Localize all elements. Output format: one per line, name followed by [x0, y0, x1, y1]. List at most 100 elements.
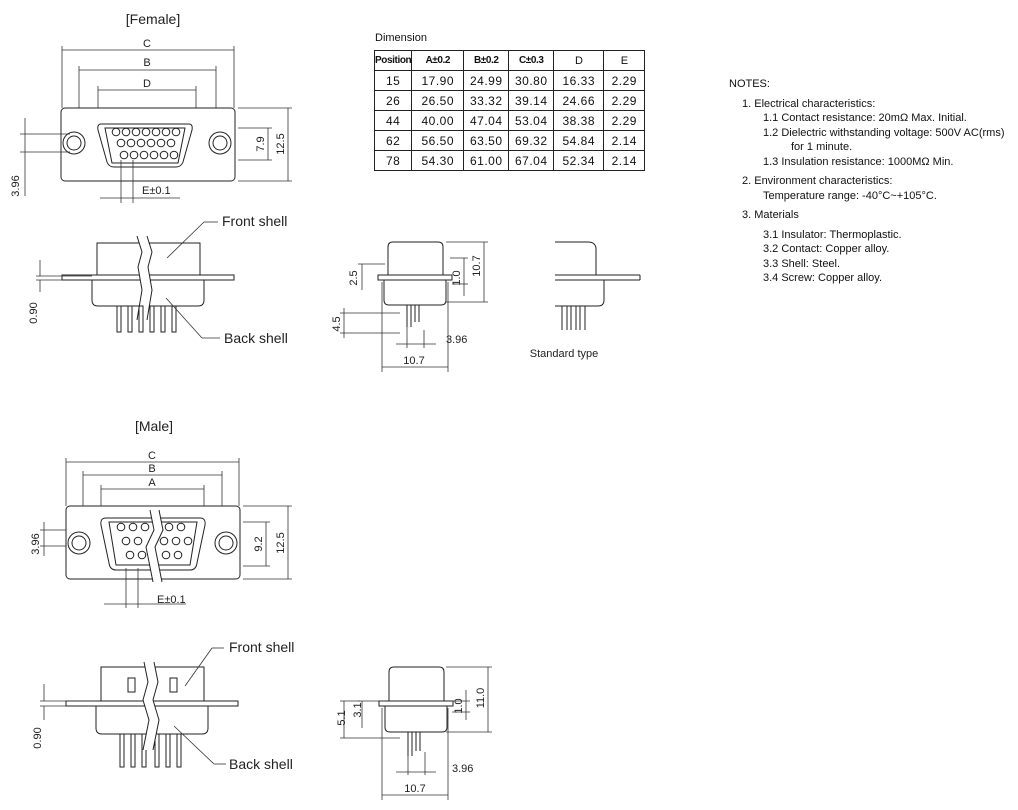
notes-insulator: 3.1 Insulator: Thermoplastic. [763, 228, 902, 241]
male-dim-e: E±0.1 [157, 594, 186, 606]
contact-pin [136, 138, 146, 148]
solder-pin [138, 305, 144, 333]
dimension-cell: 24.66 [553, 90, 605, 111]
dimension-header-cell: A±0.2 [411, 50, 465, 71]
contact-pin [133, 536, 143, 546]
dimension-cell: 15 [373, 70, 413, 91]
dimension-cell: 47.04 [463, 110, 510, 131]
contact-pin [126, 138, 136, 148]
dimension-cell: 2.29 [603, 70, 646, 91]
solder-pin [154, 733, 160, 768]
solder-pin [119, 733, 125, 768]
notes-screw-material: 3.4 Screw: Copper alloy. [763, 272, 883, 284]
dimension-cell: 44 [373, 110, 413, 131]
male-end-dim-3-96: 3.96 [452, 763, 473, 775]
female-dim-0-90: 0.90 [28, 302, 40, 323]
female-side-view: 0.90 Front shell Back shell [28, 213, 288, 346]
female-dim-c: C [143, 38, 151, 50]
contact-pin [139, 150, 149, 160]
standard-type-caption: Standard type [530, 348, 599, 360]
male-top-view: C B A 3.96 9.2 12.5 E±0.1 [30, 450, 292, 608]
male-dim-3-96: 3.96 [30, 533, 42, 554]
solder-pin [127, 305, 133, 333]
contact-pin [166, 138, 176, 148]
female-top-view: C B D 3.96 7.9 12.5 E±0.1 [10, 38, 292, 203]
contact-pin [111, 127, 121, 137]
contact-pin [169, 150, 179, 160]
dimension-cell: 40.00 [411, 110, 465, 131]
contact-pin [151, 127, 161, 137]
solder-pin [171, 305, 177, 333]
contact-pin [159, 536, 169, 546]
female-dim-12-5: 12.5 [275, 133, 287, 154]
dimension-header-cell: D [553, 50, 605, 71]
dimension-cell: 54.30 [411, 150, 465, 171]
contact-pin [121, 536, 131, 546]
female-end-view: 2.5 1.0 10.7 4.5 3.96 10.7 [331, 241, 488, 372]
solder-pin [176, 733, 182, 768]
female-dim-e: E±0.1 [142, 185, 171, 197]
contact-pin [121, 127, 131, 137]
contact-pin [129, 150, 139, 160]
female-end-dim-3-96: 3.96 [446, 334, 467, 346]
male-dim-b: B [148, 463, 155, 475]
contact-pin [156, 138, 166, 148]
contact-pin [125, 550, 135, 560]
notes-title: NOTES: [729, 78, 770, 90]
dimension-cell: 33.32 [463, 90, 510, 111]
contact-pin [119, 150, 129, 160]
notes-contact-resistance: 1.1 Contact resistance: 20mΩ Max. Initia… [763, 112, 967, 124]
dimension-cell: 30.80 [508, 70, 555, 91]
notes-contact-material: 3.2 Contact: Copper alloy. [763, 243, 890, 255]
male-title: [Male] [135, 418, 173, 434]
dimension-cell: 54.84 [553, 130, 605, 151]
male-dim-a: A [148, 477, 156, 489]
female-dim-3-96: 3.96 [10, 175, 22, 196]
contact-pin [146, 138, 156, 148]
notes-block: NOTES: 1. Electrical characteristics: 1.… [729, 77, 1005, 286]
dimension-cell: 63.50 [463, 130, 510, 151]
dimension-cell: 26 [373, 90, 413, 111]
dimension-cell: 39.14 [508, 90, 555, 111]
male-end-view: 3.1 5.1 1.0 11.0 3.96 10.7 [336, 666, 492, 800]
male-end-dim-1-0: 1.0 [453, 698, 465, 713]
dimension-header-cell: B±0.2 [463, 50, 510, 71]
female-dim-b: B [143, 57, 150, 69]
female-front-shell-label: Front shell [222, 213, 287, 229]
male-front-shell-label: Front shell [229, 639, 294, 655]
dimension-cell: 24.99 [463, 70, 510, 91]
standard-type-view: Standard type [530, 241, 641, 360]
male-end-dim-3-1: 3.1 [352, 702, 364, 717]
female-contact-pins [111, 127, 181, 160]
dimension-cell: 2.29 [603, 90, 646, 111]
dimension-cell: 16.33 [553, 70, 605, 91]
dimension-cell: 17.90 [411, 70, 465, 91]
male-dim-12-5: 12.5 [275, 532, 287, 553]
dimension-cell: 26.50 [411, 90, 465, 111]
male-contact-pins [116, 522, 193, 560]
female-end-dim-4-5: 4.5 [331, 316, 343, 331]
notes-temperature-range: Temperature range: -40°C~+105°C. [763, 189, 937, 202]
female-end-dim-10-7: 10.7 [471, 255, 483, 276]
dimension-cell: 2.14 [603, 150, 646, 171]
notes-environment-heading: 2. Environment characteristics: [742, 175, 893, 187]
solder-pin [130, 733, 136, 768]
male-end-dim-11-0: 11.0 [475, 688, 487, 709]
notes-electrical-heading: 1. Electrical characteristics: [742, 97, 876, 110]
solder-pin [149, 305, 155, 333]
contact-pin [140, 522, 150, 532]
female-end-dim-1-0: 1.0 [451, 270, 463, 285]
contact-pin [116, 138, 126, 148]
male-dim-9-2: 9.2 [253, 536, 265, 551]
dimension-cell: 52.34 [553, 150, 605, 171]
male-end-dim-width: 10.7 [404, 783, 425, 795]
dimension-header-cell: C±0.3 [508, 50, 555, 71]
male-back-shell-label: Back shell [229, 756, 293, 772]
female-end-dim-width: 10.7 [403, 355, 424, 367]
dimension-cell: 2.14 [603, 130, 646, 151]
